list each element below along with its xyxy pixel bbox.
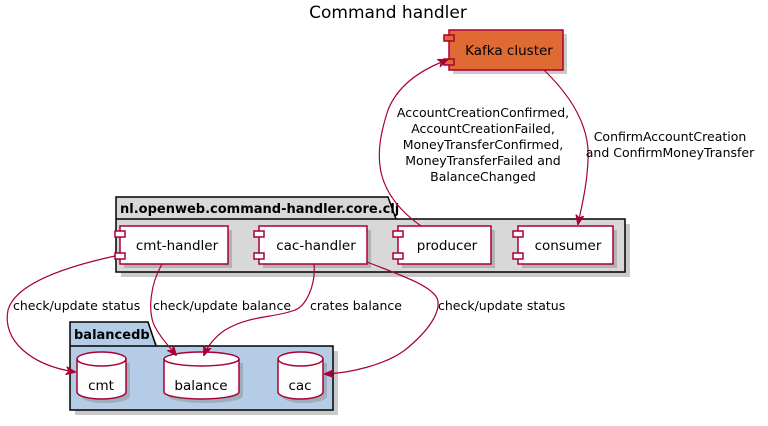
component-producer[interactable]: producer — [392, 225, 495, 268]
edge-label-cmt-handler-to-cmt-db: check/update status — [13, 298, 140, 313]
component-label: cac-handler — [276, 238, 356, 254]
edge-label-cac-handler-to-cac-db: check/update status — [438, 298, 565, 313]
svg-text:MoneyTransferConfirmed,: MoneyTransferConfirmed, — [403, 137, 564, 152]
svg-text:MoneyTransferFailed and: MoneyTransferFailed and — [405, 153, 560, 168]
svg-text:ConfirmAccountCreation: ConfirmAccountCreation — [594, 129, 747, 144]
component-port-icon — [253, 230, 265, 238]
component-consumer[interactable]: consumer — [512, 225, 617, 268]
core-package: nl.openweb.command-handler.core.clj — [115, 196, 630, 277]
database-cac[interactable]: cac — [277, 351, 327, 404]
edge-producer-to-kafka — [378, 60, 447, 227]
svg-text:AccountCreationConfirmed,: AccountCreationConfirmed, — [397, 105, 569, 120]
component-cmt-handler[interactable]: cmt-handler — [114, 225, 232, 268]
component-port-icon — [392, 230, 404, 238]
diagram-title: Command handler — [309, 3, 467, 23]
svg-text:and ConfirmMoneyTransfer: and ConfirmMoneyTransfer — [586, 145, 755, 160]
component-port-icon — [443, 58, 455, 66]
edge-cac-handler-to-cac-db — [325, 261, 439, 374]
database-label: cmt — [88, 378, 114, 394]
component-cac-handler[interactable]: cac-handler — [253, 225, 371, 268]
svg-text:AccountCreationFailed,: AccountCreationFailed, — [411, 121, 555, 136]
database-label: cac — [288, 378, 311, 394]
edge-cac-handler-to-balance — [204, 263, 315, 355]
component-port-icon — [512, 230, 524, 238]
component-port-icon — [443, 34, 455, 42]
edge-label-producer-to-kafka: AccountCreationConfirmed, AccountCreatio… — [397, 105, 569, 184]
core-package-name: nl.openweb.command-handler.core.clj — [120, 202, 399, 217]
database-cmt[interactable]: cmt — [76, 351, 130, 404]
component-port-icon — [114, 252, 126, 260]
component-port-icon — [253, 252, 265, 260]
component-port-icon — [512, 252, 524, 260]
edge-label-kafka-to-consumer: ConfirmAccountCreation and ConfirmMoneyT… — [586, 129, 755, 160]
edge-cmt-handler-to-balance — [150, 263, 176, 355]
component-label: cmt-handler — [136, 238, 219, 254]
component-label: consumer — [535, 238, 602, 254]
database-label: balance — [174, 378, 227, 394]
component-port-icon — [392, 252, 404, 260]
edge-kafka-to-consumer — [543, 69, 589, 224]
svg-text:BalanceChanged: BalanceChanged — [430, 169, 536, 184]
balancedb-package-name: balancedb — [74, 328, 150, 343]
edge-label-cac-handler-to-balance: crates balance — [310, 298, 402, 313]
kafka-cluster-label: Kafka cluster — [465, 43, 553, 59]
component-port-icon — [114, 230, 126, 238]
database-balance[interactable]: balance — [163, 351, 243, 404]
edge-label-cmt-handler-to-balance: check/update balance — [153, 298, 291, 313]
component-label: producer — [417, 238, 478, 254]
edge-cmt-handler-to-cmt-db — [6, 255, 116, 372]
kafka-cluster-node[interactable]: Kafka cluster — [443, 29, 567, 74]
